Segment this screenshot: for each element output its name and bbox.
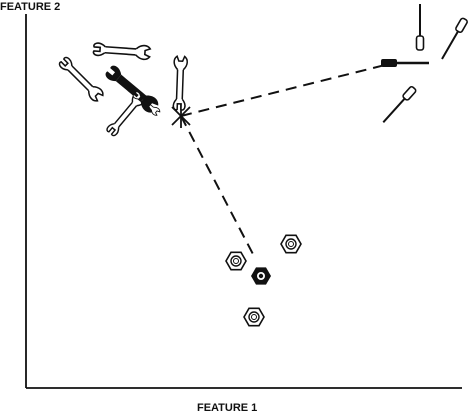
hex-nut-icon-highlighted [251, 267, 271, 285]
nut-cluster [225, 234, 302, 327]
wrench-icon [171, 55, 189, 111]
x-axis-title: FEATURE 1 [197, 402, 258, 414]
wrench-icon [92, 41, 152, 61]
hex-nut-icon [243, 307, 265, 327]
screwdriver-icon [379, 84, 418, 126]
screwdriver-icon-highlighted [379, 57, 431, 69]
dashed-link-wrenches-to-nuts [180, 115, 256, 259]
y-axis-title: FEATURE 2 [0, 1, 61, 13]
screwdriver-icon [437, 16, 470, 62]
wrench-cluster [56, 41, 189, 138]
wrench-icon-highlighted [103, 63, 161, 116]
wrench-icon [56, 54, 106, 104]
hex-nut-icon [225, 251, 247, 271]
dashed-link-wrenches-to-screwdrivers [180, 64, 386, 117]
screwdriver-icon [415, 3, 425, 51]
hex-nut-icon [280, 234, 302, 254]
screwdriver-cluster [379, 3, 470, 126]
